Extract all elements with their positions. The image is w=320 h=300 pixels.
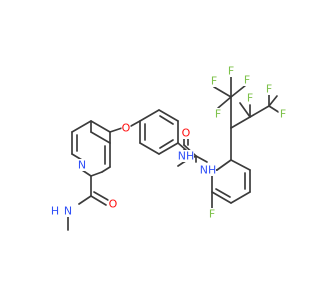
- bond: [101, 166, 111, 173]
- atom-label-background: [207, 208, 217, 220]
- atom-label-f-3: F: [244, 74, 250, 87]
- atom-label-background: [63, 205, 73, 217]
- atom-label-background: [77, 159, 87, 171]
- bond: [230, 159, 251, 171]
- bond: [230, 116, 251, 129]
- atom-label-nh-urea-left: NH: [178, 150, 195, 163]
- atom-label-background: [264, 83, 274, 95]
- bond: [78, 195, 92, 205]
- bond: [217, 96, 232, 109]
- bond: [71, 120, 92, 133]
- atom-label-f-4: F: [215, 108, 221, 121]
- atom-label-h-methylamide: H: [51, 205, 59, 218]
- bond: [159, 115, 174, 125]
- atom-label-background: [181, 127, 191, 139]
- atom-label-f-5: F: [247, 92, 253, 105]
- atom-label-background: [242, 74, 252, 86]
- bond: [158, 109, 179, 122]
- bond: [93, 191, 109, 201]
- atom-label-background: [213, 108, 223, 120]
- atom-label-n-pyridine: N: [78, 159, 86, 172]
- atom-label-f-7: F: [280, 108, 286, 121]
- atom-label-background: [278, 108, 288, 120]
- bond: [268, 105, 281, 114]
- bond: [90, 131, 111, 144]
- bond: [249, 105, 270, 118]
- bond: [215, 188, 231, 198]
- bond: [230, 84, 247, 98]
- atom-label-background: [121, 122, 131, 134]
- bond: [139, 109, 160, 122]
- bond: [158, 142, 179, 155]
- bond: [268, 95, 278, 107]
- atom-label-o-ether: O: [122, 122, 131, 135]
- atom-label-background: [209, 75, 219, 87]
- atom-label-background: [200, 164, 216, 176]
- atom-label-f-1: F: [211, 75, 217, 88]
- bond: [213, 86, 232, 98]
- bond: [139, 142, 160, 155]
- bond: [216, 159, 232, 171]
- atom-label-nh-urea-right: NH: [200, 164, 217, 177]
- bond: [109, 127, 123, 133]
- atom-label-nh-methylamide: N: [64, 205, 72, 218]
- atom-label-background: [226, 65, 236, 77]
- atom-label-background: [108, 198, 118, 210]
- bond: [239, 102, 251, 118]
- bond: [90, 120, 111, 133]
- atom-label-f-2: F: [228, 65, 234, 78]
- bond: [130, 120, 141, 127]
- bond: [177, 161, 185, 167]
- atom-label-o-urea: O: [182, 127, 191, 140]
- bond: [90, 195, 107, 206]
- bond: [195, 155, 208, 163]
- atom-label-o-amide: O: [109, 198, 118, 211]
- atom-label-background: [50, 205, 60, 217]
- bond: [211, 191, 232, 204]
- bond: [177, 142, 187, 151]
- atom-label-f-aryl: F: [209, 208, 215, 221]
- atom-label-background: [178, 150, 194, 162]
- canvas-background: [0, 0, 300, 300]
- bond: [159, 139, 174, 149]
- atom-label-f-6: F: [266, 83, 272, 96]
- atom-label-background: [245, 92, 255, 104]
- bond: [90, 171, 103, 177]
- bond: [230, 191, 251, 204]
